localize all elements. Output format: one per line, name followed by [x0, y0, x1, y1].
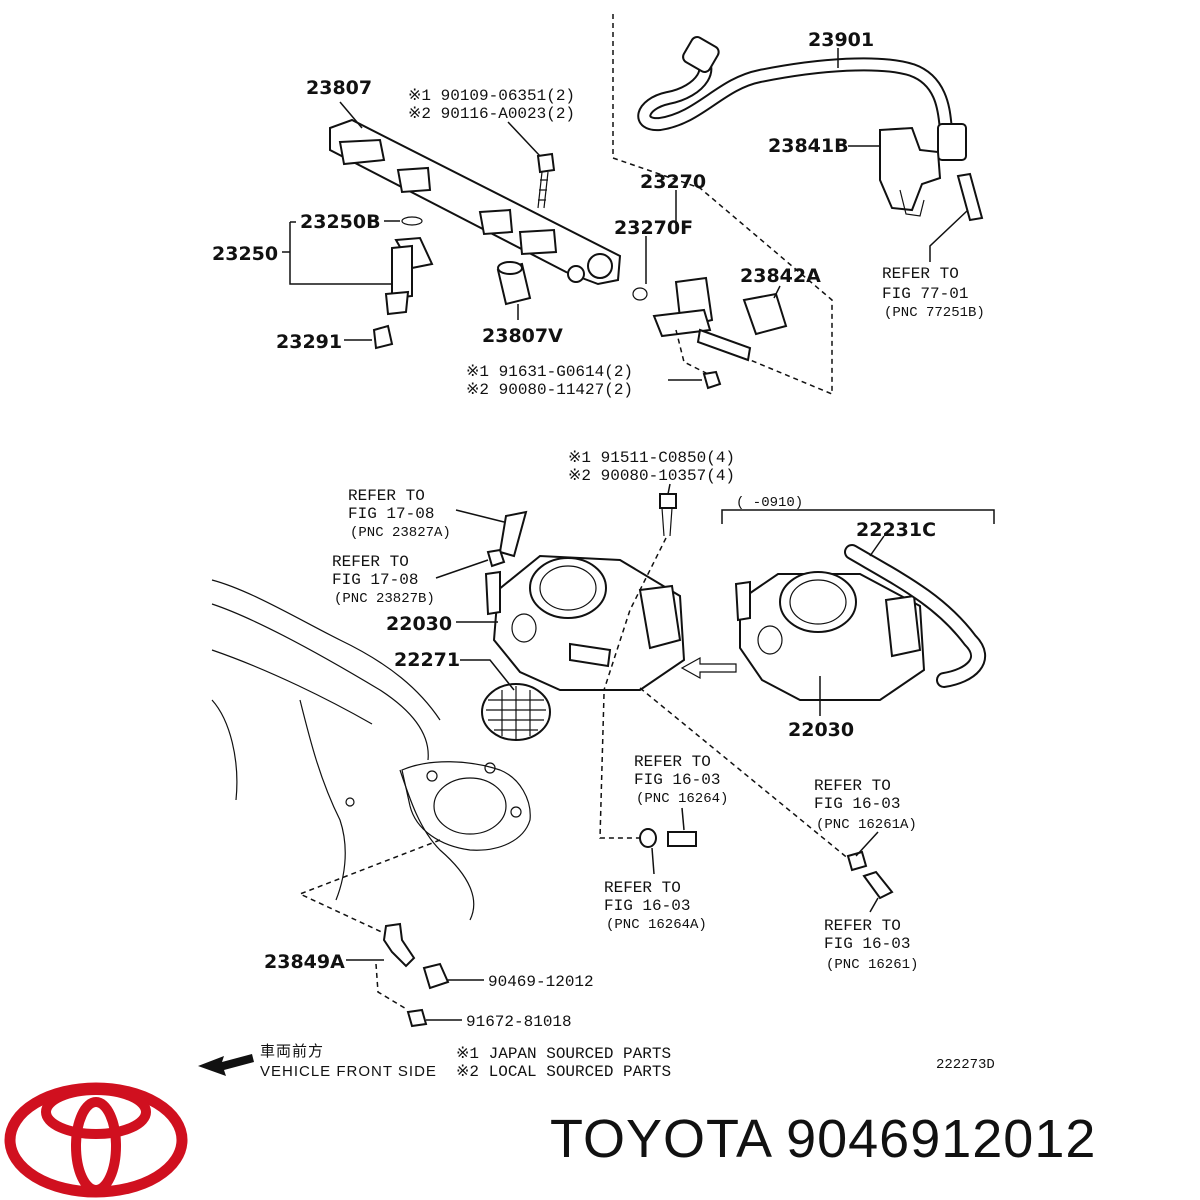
brand-caption: TOYOTA 9046912012 [550, 1108, 1096, 1170]
sensor-90469 [422, 962, 450, 990]
toyota-logo [4, 1082, 188, 1198]
throttle-body-22030-alt [734, 571, 926, 701]
refer-f-line2: FIG 16-03 [604, 897, 690, 915]
legend-note2: ※2 LOCAL SOURCED PARTS [456, 1063, 671, 1081]
label-rail-bolt-2: ※2 90116-A0023(2) [408, 105, 575, 123]
label-23807: 23807 [306, 77, 372, 99]
hose-refer-d [667, 831, 697, 847]
label-23901: 23901 [808, 29, 874, 51]
front-arrow-icon [198, 1054, 254, 1076]
vsv-23841b [879, 126, 942, 212]
label-22030-alt: 22030 [788, 719, 854, 741]
oring-23250b [401, 216, 423, 226]
legend-front-jp: 車両前方 [260, 1043, 324, 1060]
sensor-dash-1 [298, 839, 441, 935]
sensor-dash-2 [375, 963, 409, 1011]
label-tb-bolt-2: ※2 90080-10357(4) [568, 467, 735, 485]
dash-refer-d [599, 693, 640, 839]
label-23841b: 23841B [768, 135, 849, 157]
refer-b-line1: REFER TO [348, 487, 425, 505]
refer-c-line3: (PNC 23827B) [334, 591, 435, 607]
direction-arrow [680, 656, 737, 680]
label-bracket-note: ( -0910) [736, 495, 803, 511]
label-23250: 23250 [212, 243, 278, 265]
label-23842a: 23842A [740, 265, 821, 287]
oring-23270f [632, 287, 648, 301]
refer-a-line2: FIG 77-01 [882, 285, 968, 303]
intake-manifold [211, 579, 531, 921]
bracket-23849a [382, 922, 416, 968]
refer-f-line1: REFER TO [604, 879, 681, 897]
refer-c-line1: REFER TO [332, 553, 409, 571]
refer-g-line2: FIG 16-03 [824, 935, 910, 953]
part-number: 9046912012 [786, 1109, 1097, 1169]
refer-d-line1: REFER TO [634, 753, 711, 771]
top-dashed-frame [612, 14, 833, 396]
legend-note1: ※1 JAPAN SOURCED PARTS [456, 1045, 671, 1063]
label-22231c: 22231C [856, 519, 936, 541]
rail-bolt [536, 152, 556, 174]
reg-bolt [702, 370, 722, 390]
brand-name: TOYOTA [550, 1109, 771, 1169]
refer-a-line1: REFER TO [882, 265, 959, 283]
dash-refer-e [639, 687, 851, 861]
label-reg-bolt-2: ※2 90080-11427(2) [466, 381, 633, 399]
refer-a-line3: (PNC 77251B) [884, 305, 985, 321]
label-22030: 22030 [386, 613, 452, 635]
refer-d-line2: FIG 16-03 [634, 771, 720, 789]
label-90469: 90469-12012 [488, 973, 594, 991]
bolt-91672 [406, 1008, 428, 1028]
clip-refer-c [486, 548, 506, 568]
clip-refer-f [639, 828, 657, 848]
clip-23842a [742, 292, 788, 336]
clip-refer-e [846, 850, 868, 872]
gasket-22271 [481, 683, 551, 741]
label-tb-bolt-1: ※1 91511-C0850(4) [568, 449, 735, 467]
refer-b-line2: FIG 17-08 [348, 505, 434, 523]
label-reg-bolt-1: ※1 91631-G0614(2) [466, 363, 633, 381]
legend-front-en: VEHICLE FRONT SIDE [260, 1063, 437, 1080]
hose-refer-g [862, 870, 894, 900]
tb-bolt [659, 493, 677, 509]
throttle-body-22030 [484, 554, 686, 691]
refer-c-line2: FIG 17-08 [332, 571, 418, 589]
label-23270: 23270 [640, 171, 706, 193]
refer-f-line3: (PNC 16264A) [606, 917, 707, 933]
alt-bracket [721, 509, 995, 524]
label-23807v: 23807V [482, 325, 563, 347]
label-23250b: 23250B [300, 211, 381, 233]
refer-g-line1: REFER TO [824, 917, 901, 935]
insulator-23291 [372, 324, 394, 350]
refer-g-line3: (PNC 16261) [826, 957, 918, 973]
label-rail-bolt-1: ※1 90109-06351(2) [408, 87, 575, 105]
diagram-id: 222273D [936, 1057, 995, 1073]
hose-refer-b [498, 510, 528, 558]
refer-d-line3: (PNC 16264) [636, 791, 728, 807]
refer-e-line3: (PNC 16261A) [816, 817, 917, 833]
label-23270f: 23270F [614, 217, 693, 239]
refer-b-line3: (PNC 23827A) [350, 525, 451, 541]
label-23849a: 23849A [264, 951, 345, 973]
refer-e-line2: FIG 16-03 [814, 795, 900, 813]
refer-e-line1: REFER TO [814, 777, 891, 795]
label-91672: 91672-81018 [466, 1013, 572, 1031]
label-22271: 22271 [394, 649, 460, 671]
label-23291: 23291 [276, 331, 342, 353]
